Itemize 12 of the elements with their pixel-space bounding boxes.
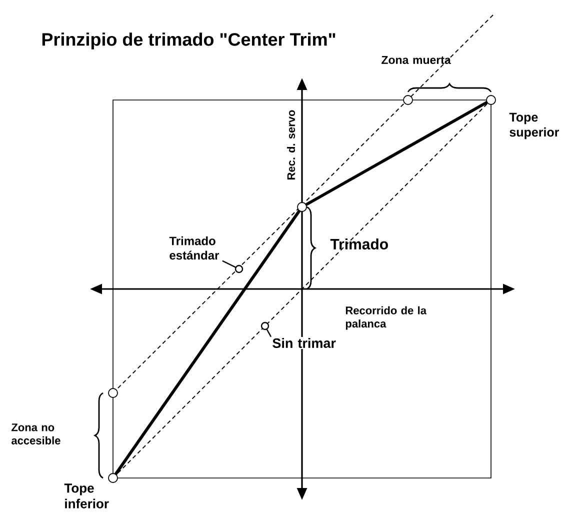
text-label: Tope superior bbox=[509, 112, 560, 140]
text-label: Recorrido de la palanca bbox=[346, 306, 427, 330]
leader-line bbox=[266, 328, 272, 338]
title: Prinzipio de trimado "Center Trim" bbox=[42, 32, 336, 50]
text-label: Trimado estándar bbox=[168, 235, 222, 261]
axis-label: Rec. d. servo bbox=[286, 110, 296, 180]
text-label: Tope inferior bbox=[64, 484, 109, 508]
text-label: Trimado bbox=[330, 238, 388, 250]
leader-line bbox=[222, 260, 236, 268]
text-label: Zona no accesible bbox=[12, 424, 60, 444]
text-label: Zona muerta bbox=[382, 56, 451, 64]
text-label: Sin trimar bbox=[271, 337, 344, 349]
